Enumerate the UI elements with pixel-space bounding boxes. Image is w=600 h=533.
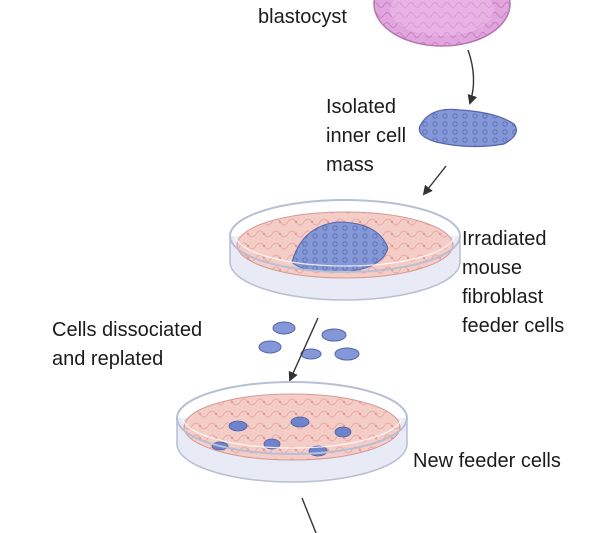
arrow-dish1-to-dish2 [288, 317, 319, 382]
culture-dish-1 [229, 199, 461, 301]
label-cells-dissociated: Cells dissociated and replated [52, 316, 202, 374]
arrow-blastocyst-to-icm [467, 49, 478, 105]
label-new-feeder-cells: New feeder cells [413, 447, 561, 476]
label-irradiated-feeder-cells: Irradiated mouse fibroblast feeder cells [462, 225, 564, 341]
blastocyst-illustration [373, 0, 511, 47]
label-line: fibroblast [462, 286, 544, 308]
label-line: Irradiated [462, 228, 547, 250]
arrow-icm-to-dish [422, 165, 447, 196]
label-line: and replated [52, 348, 164, 370]
label-line: mouse [462, 257, 523, 279]
culture-dish-2 [176, 381, 408, 483]
label-line: feeder cells [462, 315, 565, 337]
label-line: mass [326, 154, 374, 176]
arrow-dish2-down [301, 497, 317, 533]
label-blastocyst: blastocyst [258, 3, 347, 32]
label-line: inner cell [326, 125, 407, 147]
label-line: Isolated [326, 96, 397, 118]
label-line: blastocyst [258, 6, 347, 28]
label-inner-cell-mass: Isolated inner cell mass [326, 93, 406, 180]
label-line: New feeder cells [413, 450, 561, 472]
label-line: Cells dissociated [52, 319, 203, 341]
dissociated-cell-clumps [258, 321, 360, 361]
inner-cell-mass-illustration [418, 108, 517, 148]
